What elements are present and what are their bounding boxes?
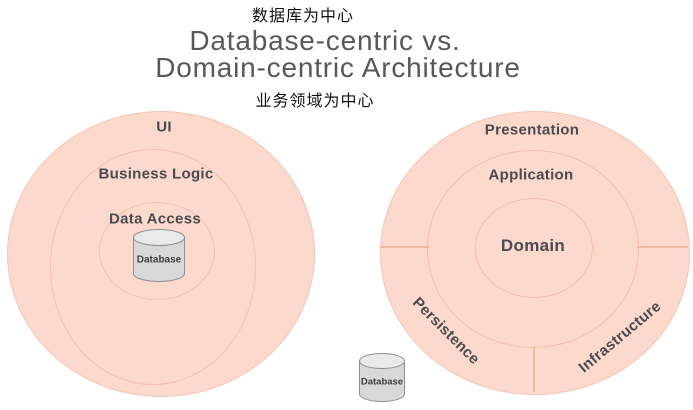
annotation-database-centric-cn: 数据库为中心 xyxy=(251,8,355,25)
right-segment-divider-left xyxy=(380,246,429,248)
right-segment-divider-right xyxy=(637,246,688,248)
right-segment-divider-bottom xyxy=(533,346,535,392)
right-label-domain: Domain xyxy=(500,236,566,255)
right-inner-ring xyxy=(475,198,593,298)
right-database-label: Database xyxy=(360,376,404,388)
right-middle-ring xyxy=(427,150,639,348)
left-database-cylinder: Database xyxy=(132,228,186,283)
left-label-business-logic: Business Logic xyxy=(98,165,214,183)
right-label-presentation: Presentation xyxy=(484,121,580,139)
right-label-application: Application xyxy=(488,166,574,184)
annotation-domain-centric-cn: 业务领域为中心 xyxy=(255,93,375,110)
left-database-label: Database xyxy=(136,254,182,266)
database-cylinder-icon xyxy=(359,353,405,402)
left-label-data-access: Data Access xyxy=(109,210,201,228)
left-label-ui: UI xyxy=(156,118,172,136)
right-database-cylinder: Database xyxy=(358,352,406,403)
database-cylinder-icon xyxy=(133,229,185,282)
left-middle-ring xyxy=(50,149,256,385)
page-title-line2: Domain-centric Architecture xyxy=(155,52,521,83)
page-title-line1: Database-centric vs. xyxy=(189,25,461,56)
left-inner-ring xyxy=(99,202,215,300)
